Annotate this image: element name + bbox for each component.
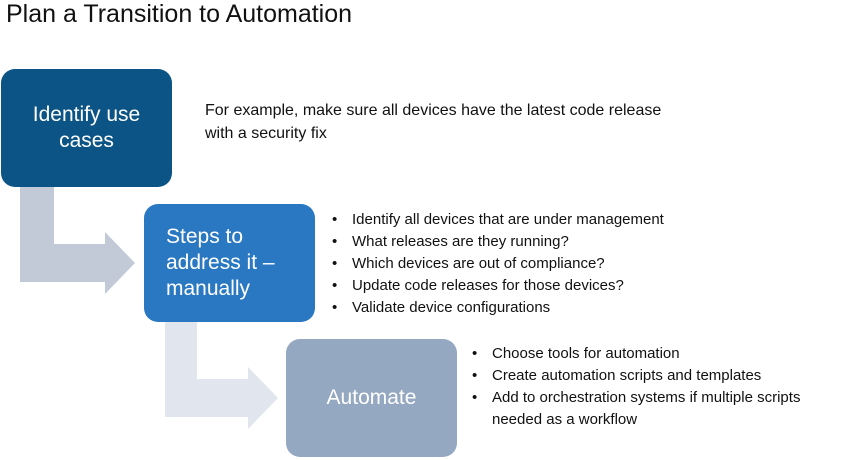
manual-steps-list: Identify all devices that are under mana… [328, 209, 748, 319]
step-identify-use-cases: Identify use cases [1, 69, 172, 187]
list-item: Update code releases for those devices? [328, 275, 748, 297]
automate-steps-list: Choose tools for automation Create autom… [468, 343, 853, 431]
list-item: Validate device configurations [328, 297, 748, 319]
step-label: Automate [326, 386, 417, 409]
list-item: Identify all devices that are under mana… [328, 209, 748, 231]
list-item: Add to orchestration systems if multiple… [468, 387, 853, 431]
list-item: Create automation scripts and templates [468, 365, 853, 387]
example-description: For example, make sure all devices have … [205, 102, 662, 142]
list-item: Which devices are out of compliance? [328, 253, 748, 275]
list-item: What releases are they running? [328, 231, 748, 253]
arrow-steps-to-automate [165, 322, 278, 429]
step-label: Steps to address it – manually [166, 225, 275, 300]
step-automate: Automate [286, 339, 457, 457]
arrow-identify-to-steps [20, 187, 135, 294]
step-address-manually: Steps to address it – manually [144, 204, 315, 322]
page-title: Plan a Transition to Automation [6, 0, 353, 28]
list-item: Choose tools for automation [468, 343, 853, 365]
step-label: Identify use cases [32, 103, 141, 152]
